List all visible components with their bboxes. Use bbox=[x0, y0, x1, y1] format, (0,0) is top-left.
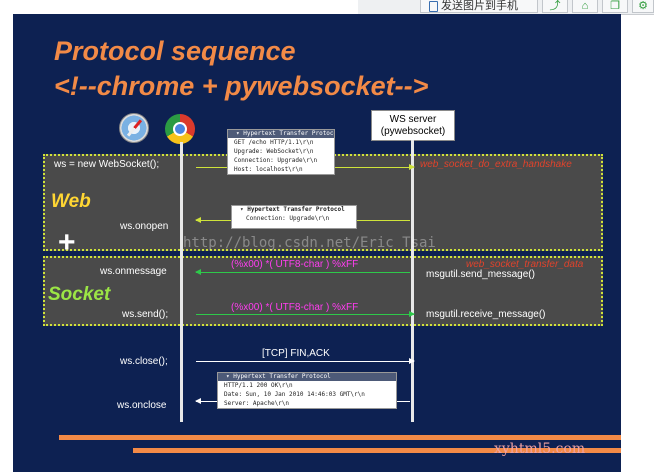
window-button[interactable]: ❐ bbox=[602, 0, 628, 13]
packet-line: Server: Apache\r\n bbox=[224, 400, 290, 407]
top-toolbar: 发送图片到手机 ⤴ ⌂ ❐ ⚙ bbox=[358, 0, 654, 15]
arrow-message-in bbox=[195, 269, 410, 275]
packet-line: Connection: Upgrade\r\n bbox=[246, 215, 330, 222]
share-button[interactable]: ⤴ bbox=[542, 0, 568, 13]
server-receive-message: msgutil.receive_message() bbox=[426, 309, 546, 320]
ws-server-sublabel: (pywebsocket) bbox=[380, 126, 446, 137]
packet-upgrade-response: ▾ Hypertext Transfer Protocol Connection… bbox=[231, 205, 357, 229]
plus-label: + bbox=[58, 226, 76, 259]
packet-header: ▾ Hypertext Transfer Protocol bbox=[232, 206, 356, 214]
ws-server-box: WS server (pywebsocket) bbox=[371, 110, 455, 141]
arrow-message-out bbox=[196, 311, 415, 317]
bottom-bar-lower bbox=[133, 448, 621, 453]
send-to-phone-label: 发送图片到手机 bbox=[441, 0, 518, 12]
client-new-websocket: ws = new WebSocket(); bbox=[54, 159, 160, 170]
slide-title-line1: Protocol sequence bbox=[54, 36, 296, 66]
client-onclose: ws.onclose bbox=[117, 400, 167, 411]
packet-header: ▾ Hypertext Transfer Protocol bbox=[228, 130, 334, 138]
packet-line: Connection: Upgrade\r\n bbox=[234, 157, 318, 164]
packet-line: GET /echo HTTP/1.1\r\n bbox=[234, 139, 314, 146]
packet-line: HTTP/1.1 200 OK\r\n bbox=[224, 382, 293, 389]
server-lifeline bbox=[411, 140, 414, 422]
client-onmessage: ws.onmessage bbox=[100, 266, 167, 277]
client-onopen: ws.onopen bbox=[120, 221, 169, 232]
slide-title-line2: <!--chrome + pywebsocket--> bbox=[54, 71, 429, 101]
share-icon: ⤴ bbox=[549, 0, 561, 12]
send-to-phone-button[interactable]: 发送图片到手机 bbox=[420, 0, 538, 13]
frame-in-label: (%x00) *( UTF8-char ) %xFF bbox=[231, 259, 359, 270]
packet-line: Upgrade: WebSocket\r\n bbox=[234, 148, 314, 155]
home-icon: ⌂ bbox=[581, 0, 589, 12]
ws-server-label: WS server bbox=[389, 114, 437, 125]
frame-out-label: (%x00) *( UTF8-char ) %xFF bbox=[231, 302, 359, 313]
packet-close-response: ▾ Hypertext Transfer Protocol HTTP/1.1 2… bbox=[217, 372, 397, 409]
web-label: Web bbox=[51, 191, 91, 212]
phone-icon bbox=[429, 1, 438, 12]
blog-watermark: http://blog.csdn.net/Eric_Tsai bbox=[183, 235, 436, 251]
bottom-bar-upper bbox=[59, 435, 621, 440]
site-logo-watermark: xyhtml5.com bbox=[494, 441, 586, 457]
gear-icon: ⚙ bbox=[638, 0, 648, 12]
slide: Protocol sequence <!--chrome + pywebsock… bbox=[13, 14, 621, 472]
safari-icon bbox=[119, 113, 149, 143]
socket-label: Socket bbox=[48, 284, 111, 305]
packet-line: Date: Sun, 10 Jan 2010 14:46:03 GMT\r\n bbox=[224, 391, 365, 398]
packet-header: ▾ Hypertext Transfer Protocol bbox=[218, 373, 396, 381]
tcp-fin-label: [TCP] FIN,ACK bbox=[262, 348, 330, 359]
settings-button[interactable]: ⚙ bbox=[632, 0, 654, 13]
client-lifeline bbox=[180, 142, 183, 422]
client-close: ws.close(); bbox=[120, 356, 168, 367]
arrow-close bbox=[196, 358, 415, 364]
chrome-icon bbox=[165, 114, 195, 144]
client-send: ws.send(); bbox=[122, 309, 169, 320]
home-button[interactable]: ⌂ bbox=[572, 0, 598, 13]
window-icon: ❐ bbox=[610, 0, 620, 12]
packet-get-request: ▾ Hypertext Transfer Protocol GET /echo … bbox=[227, 129, 335, 175]
server-send-message: msgutil.send_message() bbox=[426, 269, 535, 280]
packet-line: Host: localhost\r\n bbox=[234, 166, 303, 173]
server-extra-handshake: web_socket_do_extra_handshake bbox=[420, 159, 572, 170]
server-transfer-data: web_socket_transfer_data bbox=[466, 259, 584, 270]
